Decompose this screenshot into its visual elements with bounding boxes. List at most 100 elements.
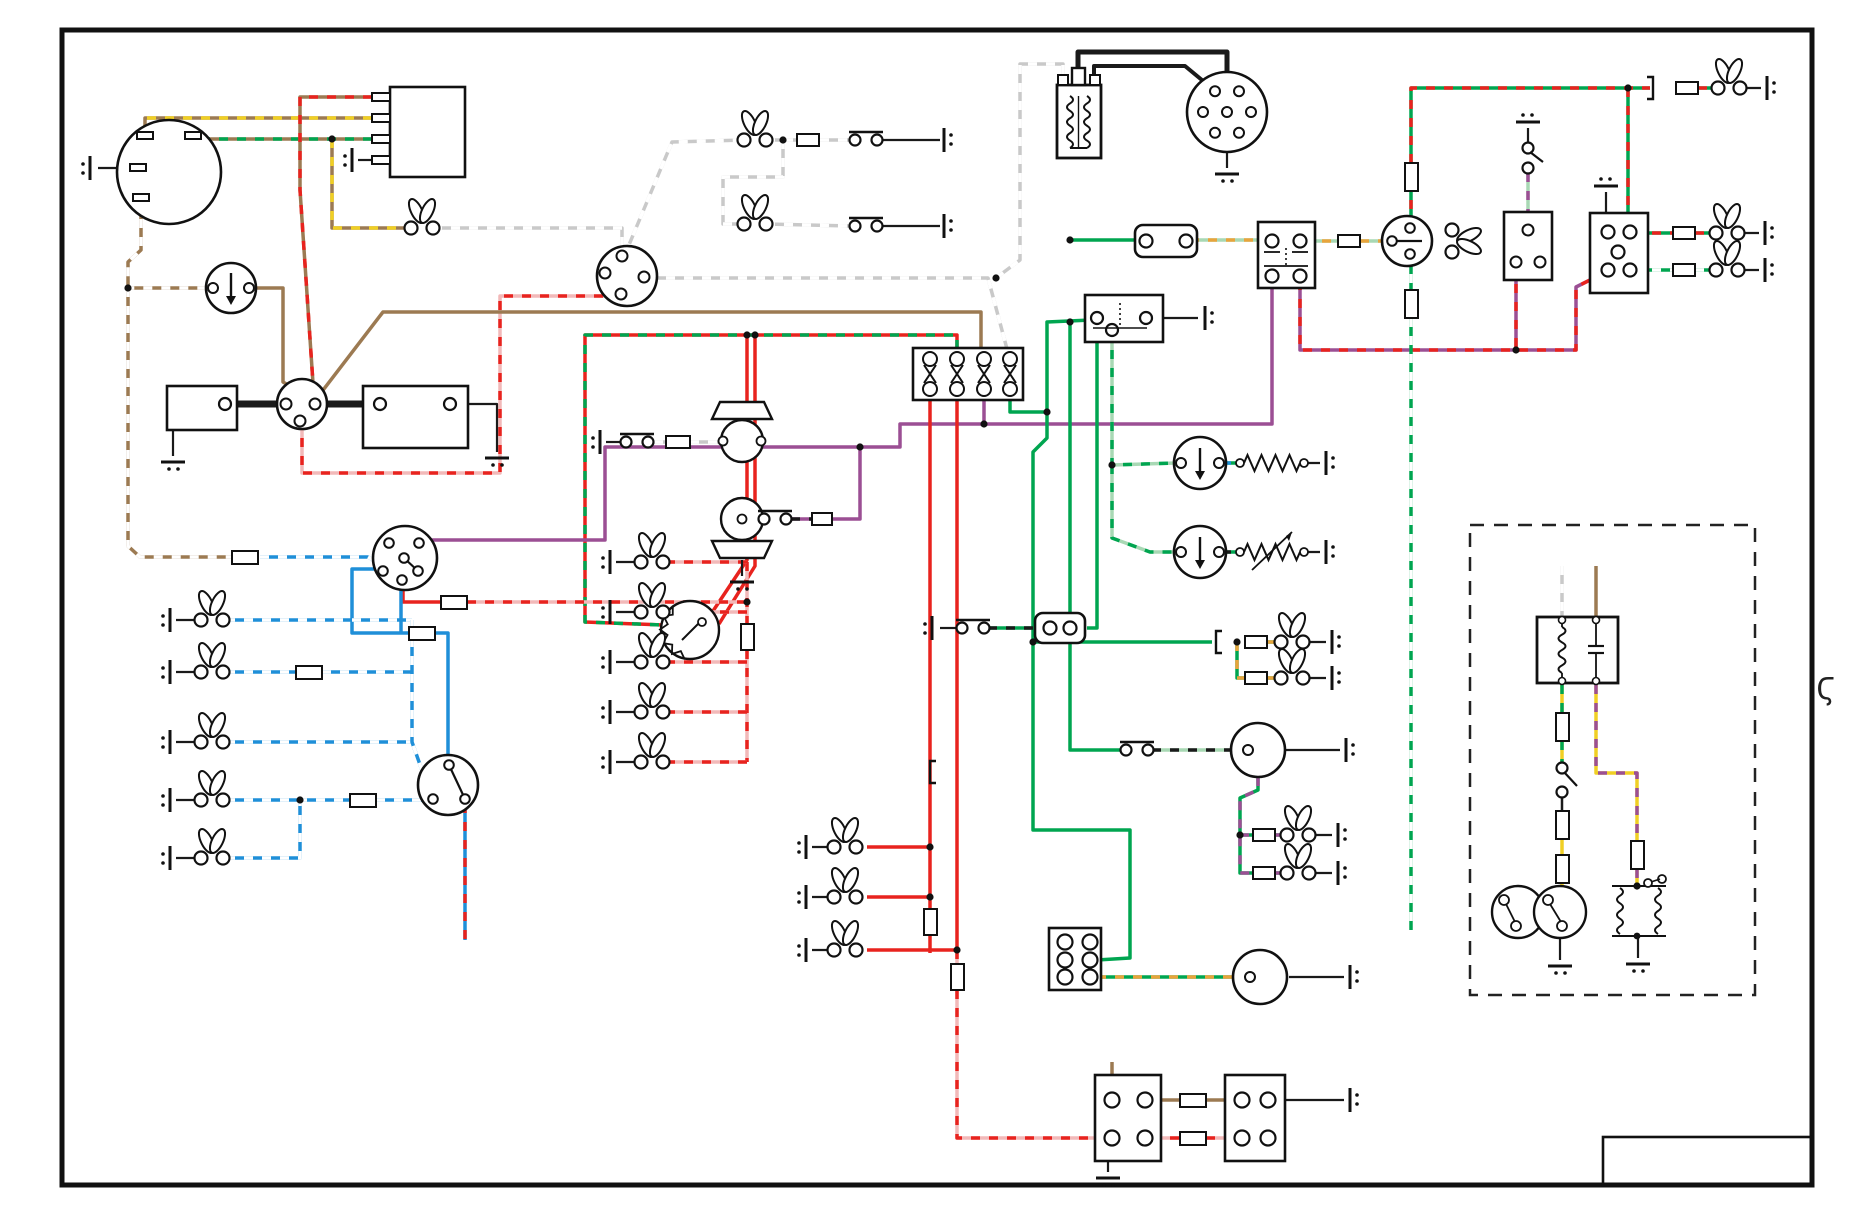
wire-green-orange-678a: [1235, 642, 1245, 680]
wire-lgreen-gauge1: [1110, 332, 1177, 467]
connector-bracket: [1214, 629, 1222, 655]
ground-symbol: [797, 885, 808, 909]
ground-symbol: [797, 835, 808, 859]
ground-symbol: [1548, 964, 1572, 975]
fuse-box: [911, 346, 1025, 402]
wire-white-courtesy-2: [765, 222, 851, 228]
wire-green-stop-switch: [1087, 342, 1099, 630]
wire-blue-white-858: [226, 800, 302, 860]
wire-blue-switch-a: [350, 567, 409, 635]
courtesy-lamp-1: [736, 110, 774, 148]
rear-lamp-1: [826, 817, 864, 855]
ground-symbol: [1348, 965, 1359, 989]
lighting-switch-panel: [1588, 211, 1650, 295]
wire-white-red-starter: [300, 294, 621, 475]
ground-symbol: [923, 616, 934, 640]
fuse: [923, 908, 938, 936]
wire-dynamo-output-brown-green: [191, 133, 372, 141]
junction-dot: [1029, 638, 1037, 646]
ground-symbol: [1763, 221, 1774, 245]
ground-symbol: [601, 750, 612, 774]
side-lamp-2: [1273, 648, 1311, 686]
wire-purple-wiper-branch: [830, 447, 862, 521]
wire-controlbox-brown-red: [298, 95, 372, 399]
fuse: [1672, 263, 1696, 277]
junction-dot: [1233, 638, 1241, 646]
ground-symbol: [591, 430, 602, 454]
wire-brown-white-lighting: [126, 288, 234, 559]
fuse: [1337, 234, 1361, 248]
wire-white-courtesy-tee: [721, 140, 785, 226]
fuse: [1244, 671, 1268, 685]
ground-symbol: [485, 456, 509, 467]
ground-symbol: [161, 460, 185, 471]
wire-green-stabilizer: [1045, 318, 1092, 412]
junction-dot: [1236, 831, 1244, 839]
fuse: [1252, 866, 1276, 880]
horn: [1229, 721, 1287, 779]
fuse: [1675, 81, 1699, 95]
fuse: [231, 550, 259, 565]
panel-lamp-2: [633, 582, 671, 620]
ground-symbol: [1324, 451, 1335, 475]
junction-dot: [743, 598, 751, 606]
wiper-switch: [619, 432, 655, 449]
wiper-motor: [710, 400, 774, 560]
tail-lamp-2: [1279, 843, 1317, 881]
junction-dot: [1043, 408, 1051, 416]
panel-toggle-switch: [1521, 141, 1544, 175]
wire-white-warning-to-connector: [433, 226, 624, 253]
temperature-sender: [1235, 531, 1309, 571]
headlamp-dip-1: [193, 770, 231, 808]
junction-dot: [328, 135, 336, 143]
stop-switch-contact: [955, 618, 991, 635]
ground-symbol: [601, 700, 612, 724]
rear-lamp-3: [826, 920, 864, 958]
ground-symbol: [1765, 76, 1776, 100]
control-box: [371, 85, 467, 179]
junction-dot: [124, 284, 132, 292]
fuses: [231, 81, 1699, 1146]
horn-relay-connector: [1133, 223, 1199, 259]
ground-symbol: [1336, 861, 1347, 885]
margin-mark: Ϛ: [1816, 672, 1836, 707]
junction-dot: [953, 946, 961, 954]
panel-rheostat-switch: [658, 599, 721, 661]
rear-connector-left: [1093, 1073, 1163, 1163]
ground-symbol: [1763, 258, 1774, 282]
main-beam-warning-lamp: [193, 712, 231, 750]
wiper-park-switch: [757, 509, 793, 526]
wire-white-connector-courtesy: [624, 138, 746, 253]
junction-dot: [856, 443, 864, 451]
wire-purple-main: [424, 281, 1274, 542]
junction-dot: [1066, 318, 1074, 326]
ignition-warning-lamp: [403, 198, 441, 236]
diagram-frame: [59, 27, 1815, 1188]
stop-lamp-switch: [1033, 611, 1087, 645]
ground-symbol: [1324, 540, 1335, 564]
fuse: [1555, 712, 1570, 742]
fuse: [1252, 828, 1276, 842]
ground-symbol: [601, 550, 612, 574]
wire-green-red-top: [1409, 86, 1650, 163]
wire-red-green-stop: [583, 333, 959, 627]
side-lamp-1: [1273, 612, 1311, 650]
ground-symbol: [942, 128, 953, 152]
wire-lgreen-gauge2: [1110, 465, 1176, 554]
junction-dot: [779, 136, 787, 144]
fuse: [440, 595, 468, 610]
courtesy-door-switch-2: [848, 216, 884, 233]
horn-relay: [1535, 615, 1620, 686]
fuse: [740, 623, 755, 651]
wire-brown-white-ammeter: [126, 201, 208, 290]
headlamp-main-2: [193, 642, 231, 680]
wire-red-tail-2: [867, 392, 959, 952]
ground-symbol: [942, 214, 953, 238]
front-side-lamp: [1708, 240, 1746, 278]
lighting-ignition-switch: [371, 524, 439, 592]
fuse: [1672, 226, 1696, 240]
ground-symbol: [601, 600, 612, 624]
junction-dot: [1512, 346, 1520, 354]
connector-bracket: [928, 759, 936, 785]
